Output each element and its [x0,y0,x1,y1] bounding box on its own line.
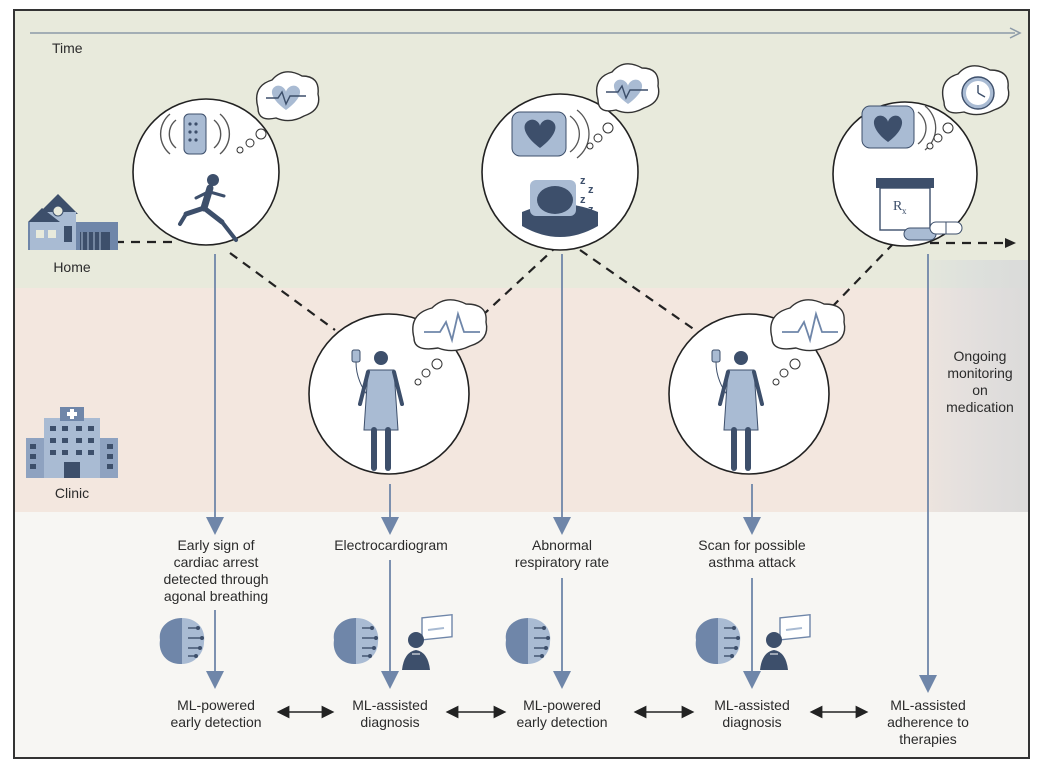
scene-sleep-monitor: z z z z [481,93,639,251]
event-line: asthma attack [708,554,796,570]
outcome-line: ML-assisted [714,697,790,713]
outcome-label-4: ML-assisted diagnosis [690,697,814,731]
journey-end-arrowhead [1005,238,1016,248]
event-label-1: Early sign of cardiac arrest detected th… [148,537,284,605]
event-label-3: Abnormal respiratory rate [500,537,624,571]
thought-cloud-clock [926,65,1010,150]
event-line: cardiac arrest [173,554,259,570]
brain-icon [159,618,205,664]
ongoing-label: Ongoing monitoring on medication [934,348,1026,416]
pill-bottle-icon: R x [876,178,934,231]
rx-sub: x [902,206,907,216]
ecg-icon [424,310,480,344]
event-line: Electrocardiogram [334,537,448,553]
ongoing-band [930,260,1029,512]
scene-running-wearable [132,98,280,246]
thought-cloud-ecg-1 [412,299,488,386]
svg-text:z: z [580,194,586,206]
clinician-screen-icon [402,613,453,670]
ongoing-line: on [972,382,988,398]
outcome-line: ML-powered [523,697,601,713]
event-line: respiratory rate [514,554,610,570]
rx-label: R [893,199,903,214]
ongoing-line: Ongoing [953,348,1007,364]
pills-icon [903,221,963,241]
scene-clinic-patient-1 [308,313,470,475]
clock-icon [961,76,995,110]
outcome-line: ML-assisted [890,697,966,713]
outcome-line: diagnosis [722,714,782,730]
outcome-label-3: ML-powered early detection [500,697,624,731]
scene-medication: R x [832,101,978,247]
brain-icon [505,618,551,664]
event-label-4: Scan for possible asthma attack [680,537,824,571]
outcome-line: therapies [899,731,957,747]
svg-text:z: z [580,175,586,187]
ongoing-line: medication [946,399,1014,415]
event-line: detected through [163,571,269,587]
clinic-label: Clinic [54,485,90,501]
brain-icon [695,618,741,664]
event-line: Scan for possible [698,537,806,553]
thought-cloud-ecg-2 [770,299,846,386]
outcome-line: early detection [516,714,608,730]
clinician-screen-icon [760,613,811,670]
event-line: Early sign of [177,537,255,553]
outcome-line: adherence to [887,714,969,730]
clinic-building-icon [26,407,118,478]
time-label: Time [52,40,83,56]
outcome-line: ML-powered [177,697,255,713]
ongoing-line: monitoring [947,365,1013,381]
thought-cloud-heart-2 [586,63,660,150]
brain-icon [333,618,379,664]
outcome-label-5: ML-assisted adherence to therapies [866,697,990,748]
outcome-line: diagnosis [360,714,420,730]
patient-gown-icon [718,351,764,471]
home-label: Home [53,259,91,275]
svg-text:z: z [588,184,594,196]
frame-border [13,9,1030,759]
clinic-band [14,288,1029,512]
outcome-label-1: ML-powered early detection [148,697,284,731]
outcome-label-2: ML-assisted diagnosis [330,697,450,731]
runner-icon [178,174,238,242]
event-line: agonal breathing [163,588,269,604]
outcome-line: ML-assisted [352,697,428,713]
time-axis-arrowhead [1009,27,1022,39]
event-label-2: Electrocardiogram [318,537,464,554]
patient-gown-icon [358,351,404,471]
scene-clinic-patient-2 [668,313,830,475]
outcome-line: early detection [170,714,262,730]
thought-cloud-heart-1 [236,71,320,154]
house-icon [28,194,118,250]
svg-text:z: z [588,204,594,216]
event-line: Abnormal [532,537,592,553]
ecg-icon [782,310,838,344]
